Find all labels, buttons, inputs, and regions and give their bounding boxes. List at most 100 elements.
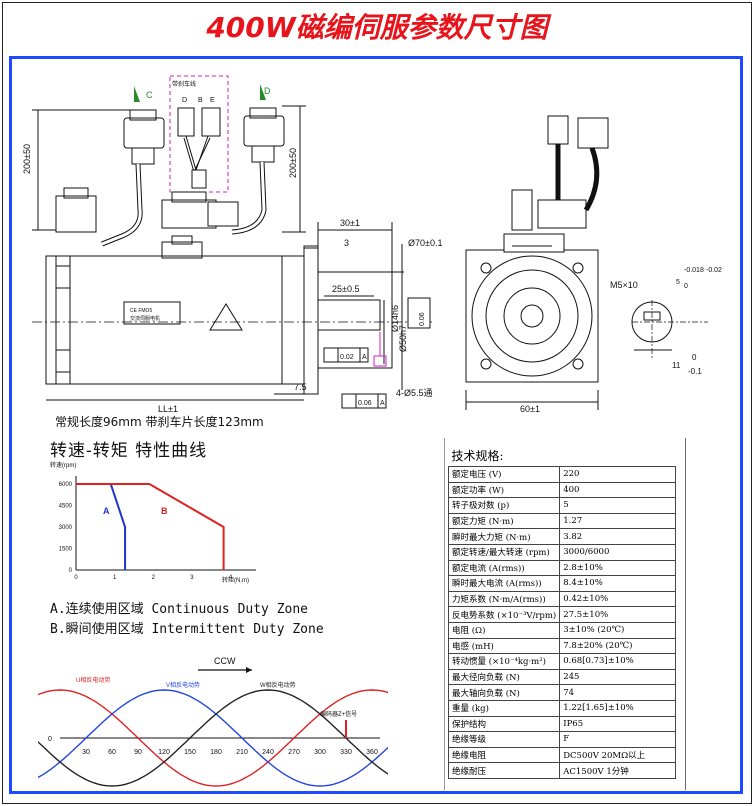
spec-row: 重量 (kg)1.22[1.65]±10% xyxy=(447,699,676,717)
spec-value: 220 xyxy=(559,466,676,483)
dim-11: 11 xyxy=(672,361,681,370)
dim-75: 7.5 xyxy=(294,382,307,392)
emf-x-tick: 300 xyxy=(314,749,326,756)
spec-header: 技术规格: xyxy=(448,444,676,467)
spec-row: 额定转速/最大转速 (rpm)3000/6000 xyxy=(447,543,676,561)
spec-key: 绝缘耐压 xyxy=(447,762,561,779)
spec-value: DC500V 20MΩ以上 xyxy=(559,746,676,764)
spec-value: 7.8±20% (20℃) xyxy=(559,637,676,655)
dim-4holes: 4-Ø5.5通 xyxy=(396,388,433,398)
st-y-tick: 1500 xyxy=(59,547,73,553)
dim-shaft-0: 0 xyxy=(684,283,688,290)
encoder-marker-label: 编码器Z+信号 xyxy=(320,710,357,718)
spec-value: 74 xyxy=(559,684,676,701)
legend-a: A.连续使用区域 Continuous Duty Zone xyxy=(50,602,309,617)
emf-x-tick: 240 xyxy=(262,749,274,756)
label-b: B xyxy=(198,97,203,104)
dimension-drawing: 200±50 200±50 C D 带刹车线 D B E 30±1 3 25±0… xyxy=(22,75,722,412)
spec-key: 最大径向负载 (N) xyxy=(447,668,561,686)
emf-zero-label: 0 xyxy=(48,736,52,743)
dim-3: 3 xyxy=(344,238,349,248)
emf-x-tick: 60 xyxy=(108,749,116,756)
spec-key: 电阻 (Ω) xyxy=(447,621,561,639)
spec-row: 力矩系数 (N·m/A(rms))0.42±10% xyxy=(447,590,676,608)
spec-key: 绝缘等级 xyxy=(447,731,561,748)
ccw-label: CCW xyxy=(214,656,236,666)
label-c: C xyxy=(146,90,153,100)
tol-006: 0.06 xyxy=(358,400,372,407)
dim-right-vertical: 200±50 xyxy=(288,148,298,178)
emf-x-tick: 30 xyxy=(82,749,90,756)
spec-key: 额定电压 (V) xyxy=(447,466,561,483)
emf-series-label: W相反电动势 xyxy=(260,681,296,689)
tol-006-a: 0.06 xyxy=(419,312,426,326)
spec-value: IP65 xyxy=(559,715,676,733)
dim-60: 60±1 xyxy=(520,404,540,412)
spec-value: 2.8±10% xyxy=(559,559,676,577)
connector-d xyxy=(243,115,285,147)
dim-shaft-m002: -0.02 xyxy=(706,267,722,274)
tol-002: 0.02 xyxy=(340,354,354,361)
st-x-tick: 2 xyxy=(152,575,156,581)
st-x-tick: 3 xyxy=(190,575,194,581)
st-y-tick: 4500 xyxy=(59,504,73,510)
spec-row: 瞬时最大力矩 (N·m)3.82 xyxy=(447,528,676,545)
st-series-A xyxy=(76,483,127,570)
spec-row: 最大轴向负载 (N)74 xyxy=(447,684,676,701)
name-plate xyxy=(123,301,181,325)
spec-value: 400 xyxy=(559,481,676,499)
spec-row: 最大径向负载 (N)245 xyxy=(447,668,676,686)
tol-a: A xyxy=(362,354,367,361)
spec-key: 保护结构 xyxy=(447,715,561,733)
spec-value: 0.68[0.73]±10% xyxy=(559,653,676,670)
curve-title: 转速-转矩 特性曲线 xyxy=(50,441,208,461)
spec-row: 反电势系数 (×10⁻³V/rpm)27.5±10% xyxy=(447,606,676,623)
spec-key: 瞬时最大电流 (A(rms)) xyxy=(447,575,561,592)
page-title: 400W磁编伺服参数尺寸图 xyxy=(206,11,548,44)
spec-row: 额定电流 (A(rms))2.8±10% xyxy=(447,559,676,577)
content-frame xyxy=(9,56,743,794)
spec-key: 额定力矩 (N·m) xyxy=(447,512,561,530)
emf-x-tick: 210 xyxy=(236,749,248,756)
emf-x-tick: 330 xyxy=(340,749,352,756)
flange xyxy=(303,245,319,395)
emf-series-0 xyxy=(38,689,388,787)
spec-header-row: 技术规格: xyxy=(448,444,676,467)
dim-m01: -0.1 xyxy=(688,367,702,376)
spec-value: 1.27 xyxy=(559,512,676,530)
emf-x-tick: 180 xyxy=(210,749,222,756)
plate-label-1: CE FMO5 xyxy=(130,308,152,314)
plate-label-2: 交流伺服电机 xyxy=(130,315,160,322)
dim-d70: Ø70±0.1 xyxy=(408,238,442,248)
label-e: E xyxy=(210,97,215,104)
brake-box-label: 带刹车线 xyxy=(172,80,196,88)
spec-row: 转动惯量 (×10⁻⁴kg·m²)0.68[0.73]±10% xyxy=(447,653,676,670)
front-flange xyxy=(465,249,599,383)
label-d-top: D xyxy=(182,97,187,104)
spec-value: 27.5±10% xyxy=(559,606,676,623)
spec-row: 转子极对数 (p)5 xyxy=(447,497,676,514)
spec-value: 245 xyxy=(559,668,676,686)
ccw-arrow-head xyxy=(246,667,252,673)
spec-value: AC1500V 1分钟 xyxy=(559,762,676,779)
st-x-tick: 4 xyxy=(229,575,233,581)
dim-ll: LL±1 xyxy=(158,404,178,412)
spec-key: 额定转速/最大转速 (rpm) xyxy=(447,543,561,561)
emf-x-tick: 360 xyxy=(366,749,378,756)
spec-key: 力矩系数 (N·m/A(rms)) xyxy=(447,590,561,608)
spec-value: 0.42±10% xyxy=(559,590,676,608)
encoder-plug xyxy=(55,195,97,233)
spec-row: 额定功率 (W)400 xyxy=(447,481,676,499)
spec-key: 额定电流 (A(rms)) xyxy=(447,559,561,577)
st-ylabel: 转速(rpm) xyxy=(50,461,76,469)
dim-0: 0 xyxy=(692,353,697,362)
spec-value: 5 xyxy=(559,497,676,514)
dim-shaft-5: 5 xyxy=(676,279,680,286)
spec-panel xyxy=(444,438,686,790)
